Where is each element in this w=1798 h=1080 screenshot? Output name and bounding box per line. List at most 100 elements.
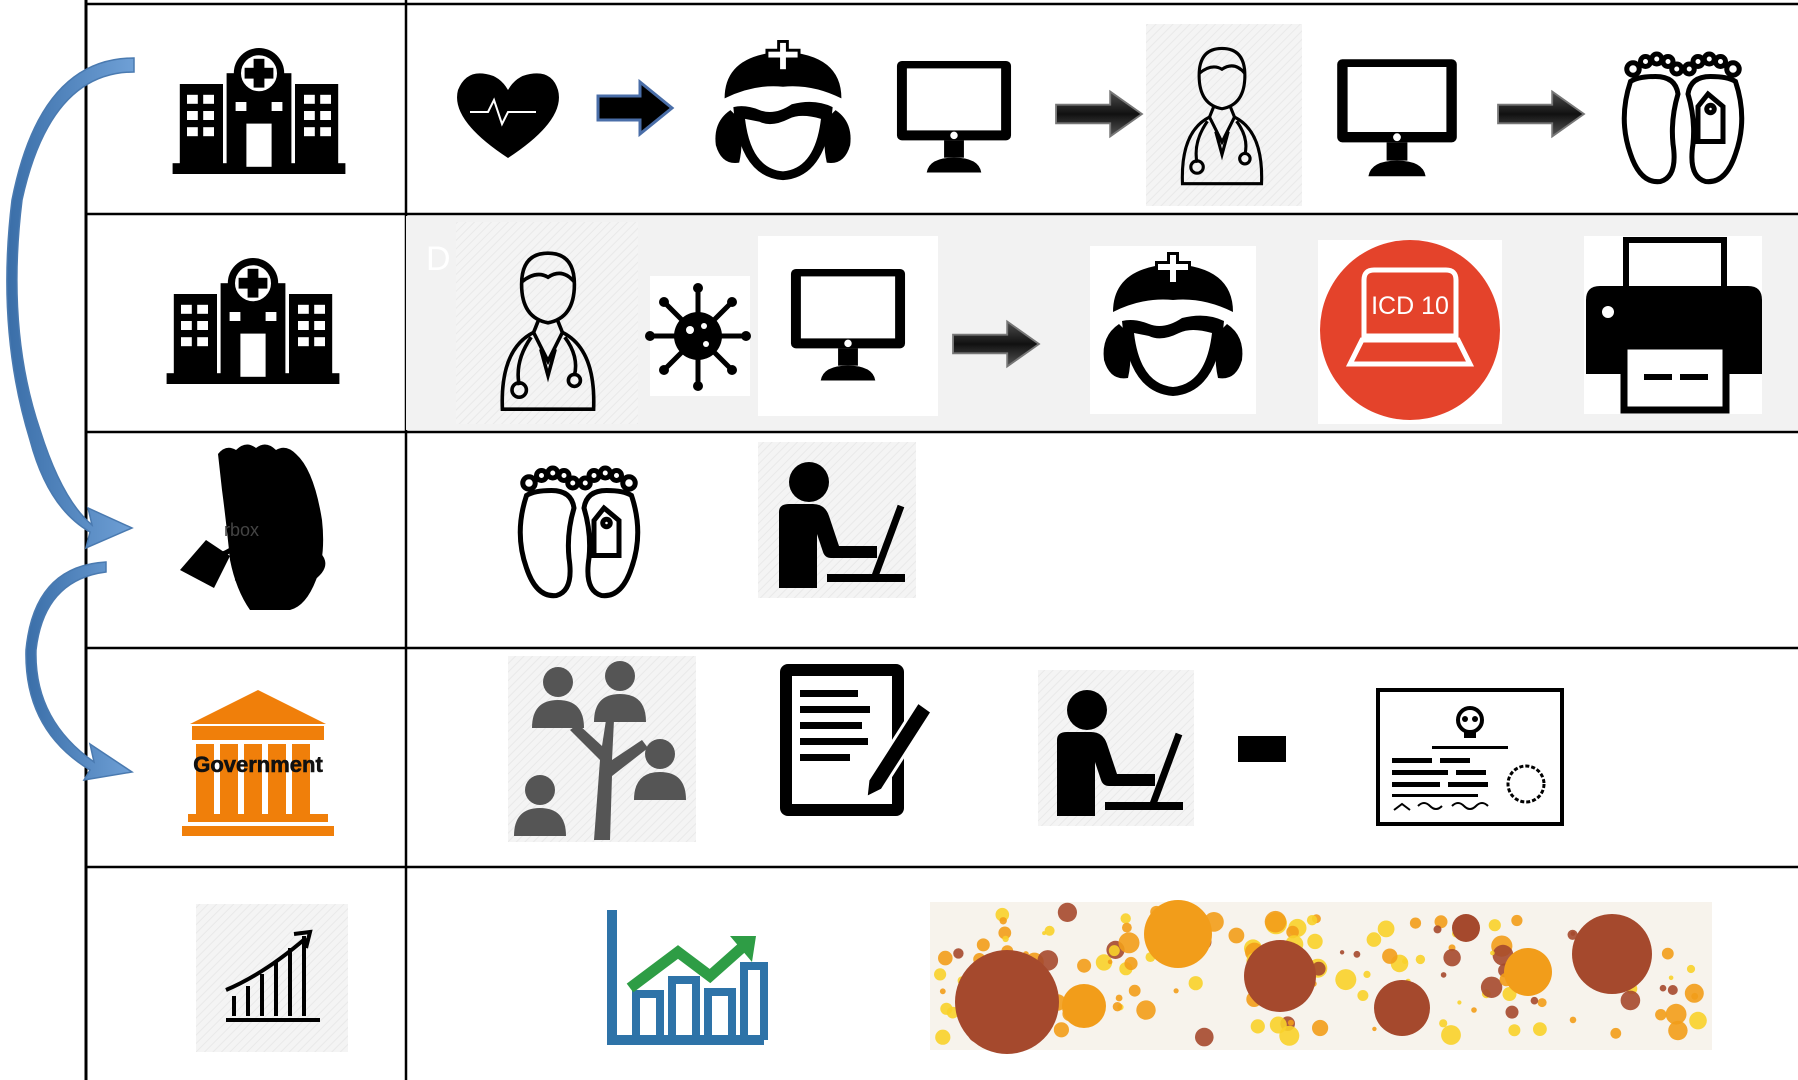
bubble [1409, 917, 1422, 929]
death-certificate-icon [1376, 688, 1564, 826]
bubble [1668, 1020, 1688, 1041]
bubble [1307, 933, 1323, 950]
government-building-icon: Government [182, 690, 334, 836]
bubble [1062, 984, 1106, 1028]
bubble [1567, 929, 1578, 940]
bubble [1264, 910, 1287, 933]
bubble [1188, 976, 1203, 991]
bubble [998, 926, 1012, 940]
growth-chart-icon [196, 904, 348, 1052]
bubble [1053, 1022, 1069, 1038]
bubble [1480, 976, 1503, 998]
bubble [1077, 958, 1092, 973]
bubble [953, 948, 964, 959]
bubble [1504, 948, 1552, 996]
bubble [1440, 972, 1447, 978]
bubble [1471, 1007, 1477, 1013]
icd-laptop-icon: ICD 10 [1318, 240, 1502, 424]
bubble [1120, 913, 1131, 924]
bubble [1537, 998, 1547, 1008]
bubble [1044, 925, 1055, 936]
bubble [1312, 1019, 1329, 1037]
bubble [1530, 996, 1539, 1005]
bubble [1095, 954, 1113, 971]
bubble [1118, 932, 1140, 954]
bubble [1269, 1016, 1287, 1034]
watermark-text: rbox [224, 520, 259, 540]
heart-pulse-icon [457, 73, 559, 158]
bubble [1107, 959, 1113, 965]
bubble [1668, 975, 1674, 981]
bubble [1115, 994, 1123, 1002]
bubble [1374, 980, 1430, 1036]
bubble [1287, 1019, 1294, 1026]
bubble [1372, 1026, 1377, 1032]
bubble [1112, 1002, 1123, 1012]
bubble [1569, 1016, 1577, 1024]
hospital-icon [166, 258, 340, 384]
bubble [1335, 969, 1357, 991]
bubble [1363, 970, 1371, 979]
printer-icon [1584, 236, 1762, 414]
bubble [1689, 1011, 1707, 1030]
table-grid [84, 0, 1798, 1080]
bubble [1665, 1003, 1687, 1025]
bubble [1443, 949, 1461, 967]
curved-flow-arrow [25, 561, 134, 782]
monitor-icon [1337, 59, 1457, 177]
bubble [1441, 1025, 1461, 1045]
bubble [1439, 1019, 1448, 1028]
curved-flow-arrow [6, 57, 135, 550]
bubble [1357, 990, 1369, 1001]
bubble [1377, 920, 1395, 938]
bubble [1402, 958, 1408, 964]
bubble [1353, 950, 1361, 958]
bubble [1339, 950, 1345, 955]
bubble [1173, 988, 1179, 994]
arrow-right-icon [1055, 90, 1143, 138]
doctor-icon-background [1146, 24, 1302, 206]
bubble [1286, 925, 1299, 939]
bubble [939, 988, 946, 995]
row-statistics-output [196, 900, 1712, 1054]
hospital-icon [172, 48, 346, 174]
bubble [1661, 947, 1674, 960]
bubble [1691, 992, 1699, 1000]
bubble [1128, 984, 1141, 997]
partial-row-label: D [426, 240, 451, 278]
bubble [1195, 1027, 1214, 1047]
bubble [1306, 915, 1318, 926]
bubble [1057, 902, 1077, 923]
virus-icon [645, 276, 751, 396]
bubble [1136, 1000, 1156, 1020]
arrow-right-icon [1497, 90, 1585, 138]
row-deceased-registration: rbox [180, 442, 916, 610]
bubble-infographic-image [930, 900, 1712, 1054]
bubble [999, 917, 1007, 925]
bubble [1228, 927, 1245, 944]
bubble [1108, 945, 1120, 957]
row-diagnosis-coding: D ICD 10 [166, 216, 1798, 430]
bubble [1244, 940, 1316, 1012]
bubble [934, 968, 947, 981]
dash-icon [1238, 736, 1286, 762]
bubble [935, 1029, 951, 1045]
bubble [976, 938, 990, 952]
bubble [1511, 914, 1523, 927]
bubble [938, 950, 953, 966]
bubble [1655, 1009, 1667, 1021]
icd-label: ICD 10 [1371, 292, 1449, 320]
family-tree-icon [508, 656, 696, 842]
arrow-right-icon [596, 78, 675, 138]
bubble [1488, 919, 1501, 932]
bubble [1415, 954, 1426, 965]
tagged-foot-icon: rbox [180, 444, 326, 610]
bubble [1144, 900, 1212, 968]
bubble [1508, 1024, 1521, 1037]
bubble [1533, 1022, 1547, 1036]
bubble [1572, 914, 1652, 994]
bubble [1366, 932, 1382, 947]
bar-trend-chart-icon [607, 910, 768, 1045]
bubble [1457, 1000, 1462, 1005]
